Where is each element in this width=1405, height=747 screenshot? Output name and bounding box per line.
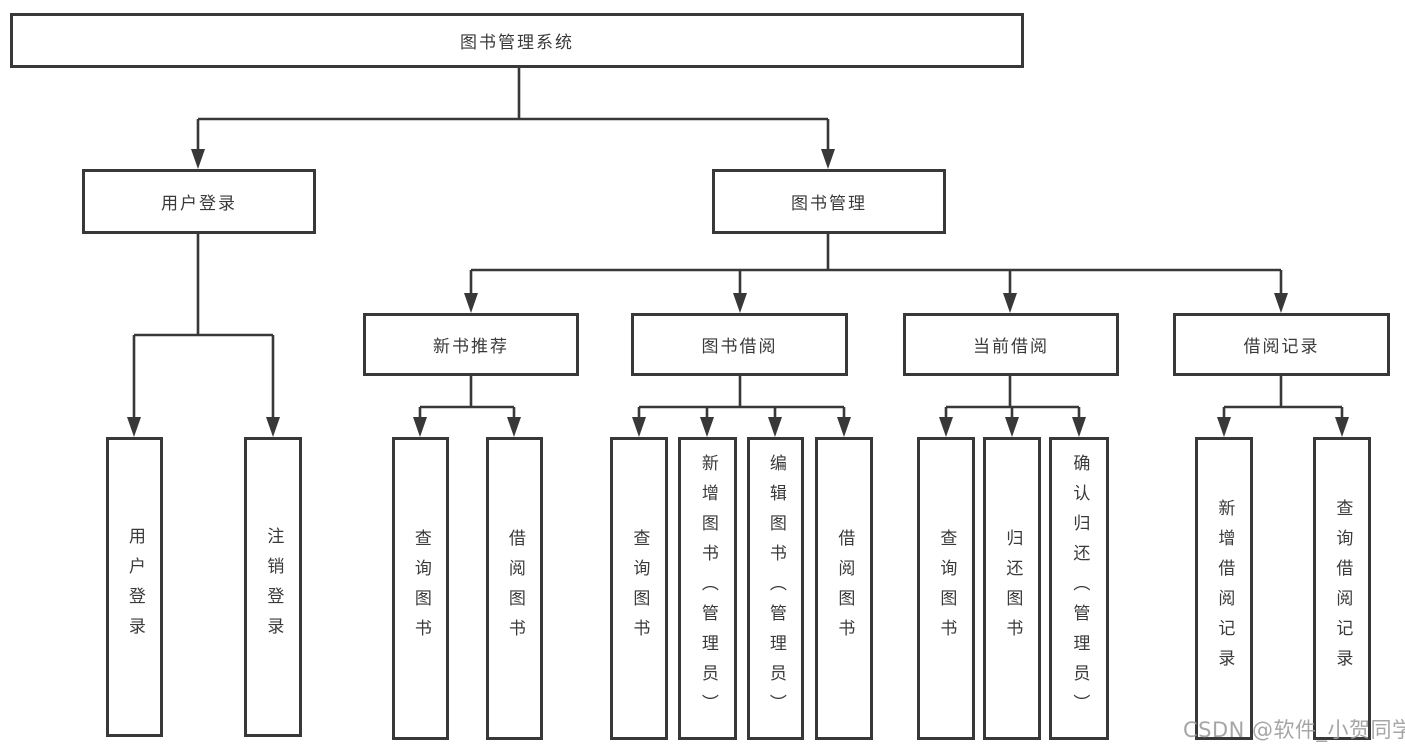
arrowhead xyxy=(821,149,835,169)
arrowhead xyxy=(1072,417,1086,437)
node-borrowing-query-books: 查询图书 xyxy=(610,437,668,740)
arrowhead xyxy=(733,293,747,313)
arrowhead xyxy=(1003,293,1017,313)
node-recommend-query-books: 查询图书 xyxy=(392,437,449,740)
connector-current-borrowing xyxy=(944,376,1081,419)
node-label: 新增借阅记录 xyxy=(1214,498,1235,679)
node-query-borrow-record: 查询借阅记录 xyxy=(1313,437,1371,740)
node-label: 当前借阅 xyxy=(973,337,1049,357)
arrowhead xyxy=(1005,417,1019,437)
arrowhead xyxy=(837,417,851,437)
csdn-watermark: CSDN @软件_小贺同学 xyxy=(1183,718,1405,742)
node-label: 新书推荐 xyxy=(433,337,509,357)
node-label: 用户登录 xyxy=(124,527,145,647)
arrowhead xyxy=(266,417,280,437)
node-user-login: 用户登录 xyxy=(82,169,316,234)
connector-user-login xyxy=(132,233,275,419)
node-label: 查询借阅记录 xyxy=(1332,498,1353,679)
node-user-login-action: 用户登录 xyxy=(106,437,163,737)
node-confirm-return-admin: 确认归还（管理员） xyxy=(1049,437,1109,740)
node-edit-book-admin: 编辑图书（管理员） xyxy=(747,437,804,740)
arrowhead xyxy=(1217,417,1231,437)
node-label: 编辑图书（管理员） xyxy=(765,453,786,724)
node-borrowing-records: 借阅记录 xyxy=(1173,313,1390,376)
node-label: 查询图书 xyxy=(629,528,650,649)
connector-book-borrowing xyxy=(637,376,846,419)
connector-root xyxy=(196,68,830,150)
node-label: 归还图书 xyxy=(1002,528,1023,649)
arrowhead xyxy=(127,417,141,437)
node-label: 借阅记录 xyxy=(1243,337,1320,357)
connector-book-management xyxy=(469,233,1283,295)
connector-borrowing-records xyxy=(1222,376,1344,419)
arrowhead xyxy=(507,417,521,437)
node-label: 图书借阅 xyxy=(701,337,778,357)
node-book-borrowing: 图书借阅 xyxy=(631,313,848,376)
node-root: 图书管理系统 xyxy=(10,13,1024,68)
arrowhead xyxy=(939,417,953,437)
node-current-borrowing: 当前借阅 xyxy=(903,313,1119,376)
node-add-book-admin: 新增图书（管理员） xyxy=(678,437,737,740)
node-book-management: 图书管理 xyxy=(712,169,946,234)
arrowhead xyxy=(632,417,646,437)
arrowhead xyxy=(413,417,427,437)
node-label: 注销登录 xyxy=(263,527,284,647)
node-label: 借阅图书 xyxy=(504,528,525,649)
node-add-borrow-record: 新增借阅记录 xyxy=(1195,437,1253,740)
node-label: 查询图书 xyxy=(410,528,431,649)
node-label: 查询图书 xyxy=(936,528,957,649)
node-label: 图书管理 xyxy=(791,194,867,214)
node-label: 新增图书（管理员） xyxy=(697,453,718,724)
node-label: 借阅图书 xyxy=(834,528,855,649)
node-current-query-books: 查询图书 xyxy=(917,437,975,740)
node-label: 图书管理系统 xyxy=(460,33,574,53)
node-new-book-recommendation: 新书推荐 xyxy=(363,313,579,376)
arrowhead xyxy=(1274,293,1288,313)
node-borrowing-borrow-books: 借阅图书 xyxy=(815,437,873,740)
node-label: 用户登录 xyxy=(161,194,237,214)
node-return-books: 归还图书 xyxy=(983,437,1041,740)
arrowhead xyxy=(464,293,478,313)
arrowhead xyxy=(768,417,782,437)
node-logout: 注销登录 xyxy=(244,437,302,737)
node-label: 确认归还（管理员） xyxy=(1069,453,1090,724)
arrowhead xyxy=(1335,417,1349,437)
connector-new-book-recommendation xyxy=(418,376,516,419)
arrowhead xyxy=(191,149,205,169)
arrowhead xyxy=(700,417,714,437)
node-recommend-borrow-books: 借阅图书 xyxy=(486,437,543,740)
